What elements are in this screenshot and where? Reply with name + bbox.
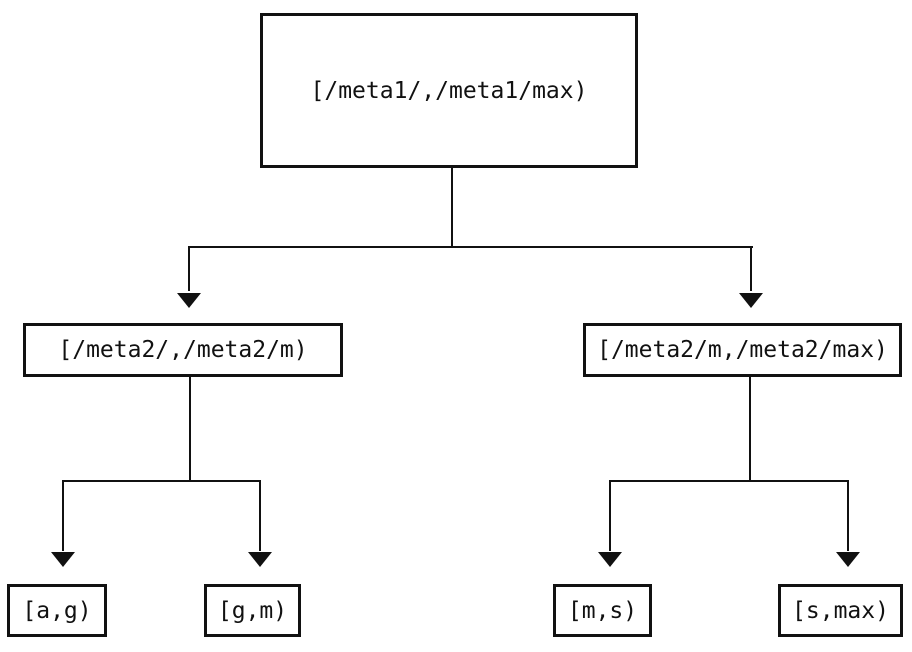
node-leaf-4: [s,max) — [778, 584, 903, 637]
edge-root-stem — [451, 168, 453, 247]
arrowhead-down-icon — [248, 552, 272, 567]
edge-left-child-horizontal — [62, 480, 261, 482]
edge-left-child-to-leaf2-drop — [259, 480, 261, 551]
edge-right-child-to-leaf3-drop — [609, 480, 611, 551]
node-leaf-3: [m,s) — [553, 584, 652, 637]
node-leaf-4-label: [s,max) — [792, 597, 889, 624]
edge-right-child-to-leaf4-drop — [847, 480, 849, 551]
arrowhead-down-icon — [739, 293, 763, 308]
node-leaf-1: [a,g) — [7, 584, 107, 637]
edge-left-child-to-leaf1-drop — [62, 480, 64, 551]
node-right-child-label: [/meta2/m,/meta2/max) — [597, 337, 888, 363]
edge-right-child-stem — [749, 377, 751, 481]
node-root: [/meta1/,/meta1/max) — [260, 13, 638, 168]
node-leaf-2: [g,m) — [204, 584, 301, 637]
node-root-label: [/meta1/,/meta1/max) — [310, 77, 588, 104]
edge-root-to-right-drop — [750, 246, 752, 291]
arrowhead-down-icon — [51, 552, 75, 567]
node-left-child: [/meta2/,/meta2/m) — [23, 323, 343, 377]
edge-left-child-stem — [189, 377, 191, 481]
node-right-child: [/meta2/m,/meta2/max) — [583, 323, 902, 377]
edge-root-horizontal — [188, 246, 753, 248]
arrowhead-down-icon — [177, 293, 201, 308]
node-leaf-2-label: [g,m) — [217, 597, 288, 624]
arrowhead-down-icon — [598, 552, 622, 567]
node-leaf-1-label: [a,g) — [22, 597, 92, 624]
edge-root-to-left-drop — [188, 246, 190, 291]
arrowhead-down-icon — [836, 552, 860, 567]
node-leaf-3-label: [m,s) — [567, 597, 638, 624]
edge-right-child-horizontal — [609, 480, 849, 482]
node-left-child-label: [/meta2/,/meta2/m) — [58, 337, 308, 363]
